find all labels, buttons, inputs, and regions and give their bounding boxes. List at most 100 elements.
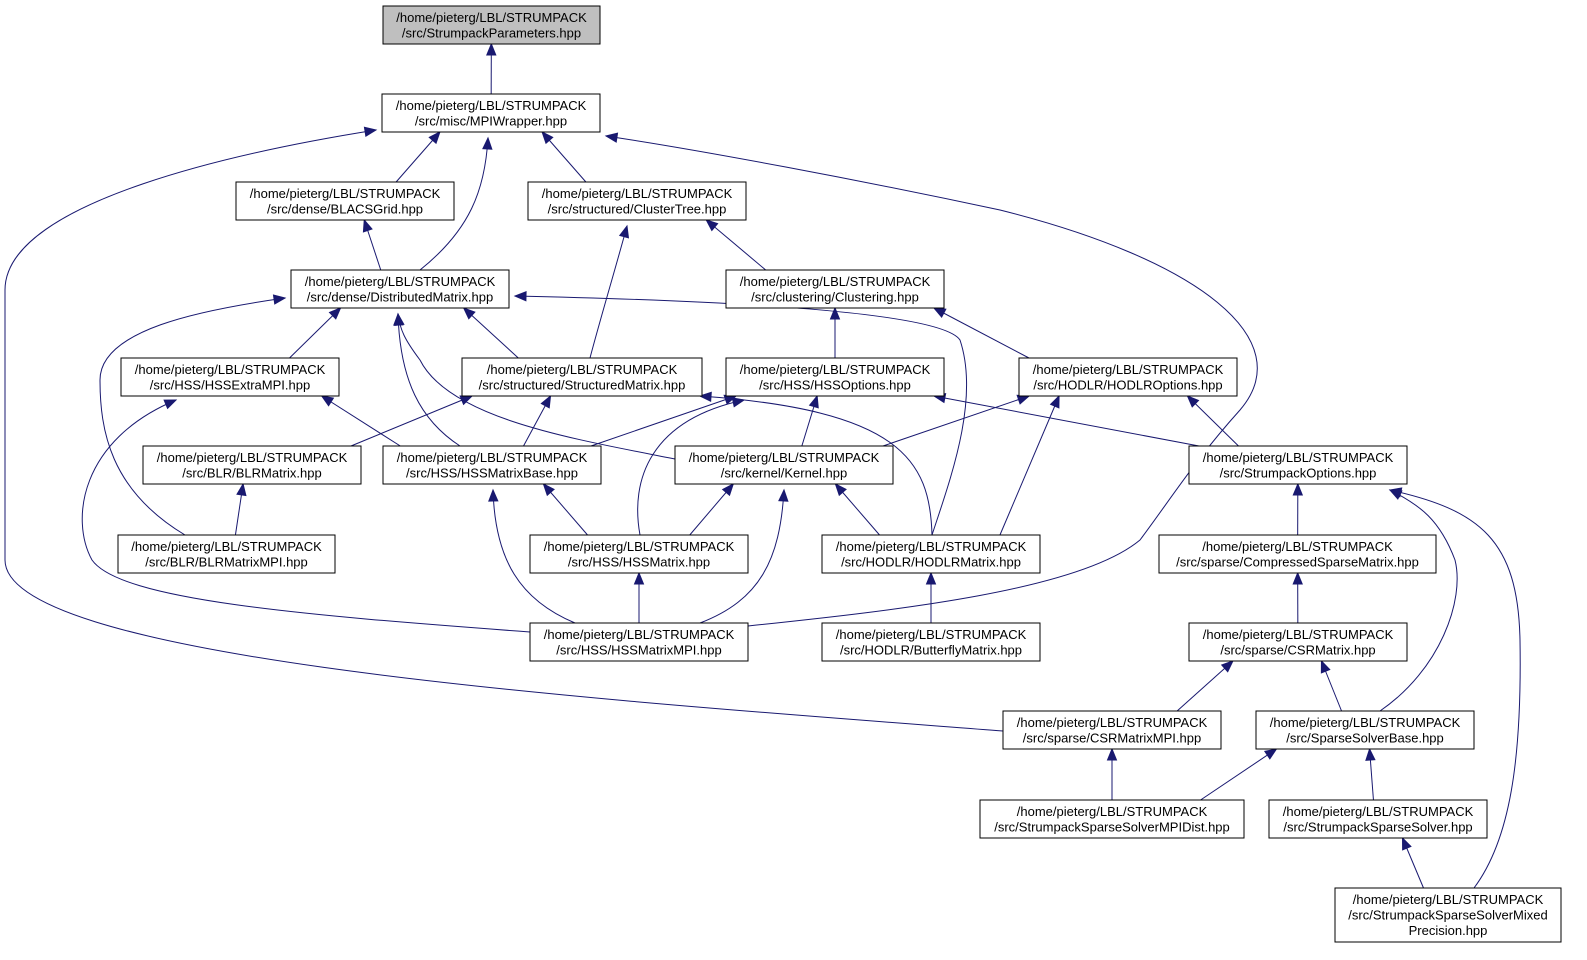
arrowhead <box>163 399 178 410</box>
arrowhead <box>1388 487 1403 498</box>
node-label-line: /src/HSS/HSSMatrixBase.hpp <box>406 465 578 480</box>
node-label-line: /home/pieterg/LBL/STRUMPACK <box>689 450 880 465</box>
node-blrmatrixmpi[interactable]: /home/pieterg/LBL/STRUMPACK/src/BLR/BLRM… <box>117 534 336 574</box>
node-label-line: /home/pieterg/LBL/STRUMPACK <box>740 362 931 377</box>
node-label-line: /home/pieterg/LBL/STRUMPACK <box>396 98 587 113</box>
node-box <box>1002 710 1222 750</box>
node-box <box>235 181 455 221</box>
node-box <box>1334 887 1562 943</box>
edge-strumpackoptions-to-hodlroptions <box>1186 395 1239 447</box>
arrowhead <box>808 394 819 409</box>
node-hodlroptions[interactable]: /home/pieterg/LBL/STRUMPACK/src/HODLR/HO… <box>1018 357 1238 397</box>
node-box <box>1018 357 1238 397</box>
edge-mixedprecision-to-strumpackoptions <box>1388 487 1521 889</box>
edge-structmatrix-to-clustertree <box>589 224 630 359</box>
edge-csrmatrix-to-compressedsparse <box>1292 571 1303 624</box>
node-blrmatrix[interactable]: /home/pieterg/LBL/STRUMPACK/src/BLR/BLRM… <box>142 445 362 485</box>
node-distmatrix[interactable]: /home/pieterg/LBL/STRUMPACK/src/dense/Di… <box>290 269 510 309</box>
arrowhead <box>272 294 287 305</box>
node-label-line: /src/BLR/BLRMatrix.hpp <box>182 465 321 480</box>
arrowhead <box>540 394 552 409</box>
nodes-layer: /home/pieterg/LBL/STRUMPACK/src/Strumpac… <box>117 5 1562 943</box>
arrowhead <box>328 307 342 320</box>
node-strumpackoptions[interactable]: /home/pieterg/LBL/STRUMPACK/src/Strumpac… <box>1188 445 1408 485</box>
node-label-line: /home/pieterg/LBL/STRUMPACK <box>1017 715 1208 730</box>
edge-solvermpidist-to-csrmatrixmpi <box>1106 747 1118 800</box>
edge-hssmatrixmpi-to-hssmatrix <box>633 571 645 623</box>
edge-compressedsparse-to-strumpackoptions <box>1292 482 1304 536</box>
arrowhead <box>618 224 630 239</box>
arrowhead <box>1220 660 1234 673</box>
node-hssmatrixmpi[interactable]: /home/pieterg/LBL/STRUMPACK/src/HSS/HSSM… <box>529 622 749 662</box>
arrowhead <box>834 483 847 497</box>
edge-structmatrix-to-distmatrix <box>462 307 519 359</box>
node-box <box>979 799 1245 839</box>
node-box <box>1268 799 1488 839</box>
node-kernel[interactable]: /home/pieterg/LBL/STRUMPACK/src/kernel/K… <box>674 445 894 485</box>
arrowhead <box>428 131 441 145</box>
arrowhead <box>1292 571 1303 585</box>
node-sparsesolver[interactable]: /home/pieterg/LBL/STRUMPACK/src/Strumpac… <box>1268 799 1488 839</box>
node-hssmatrix[interactable]: /home/pieterg/LBL/STRUMPACK/src/HSS/HSSM… <box>529 534 749 574</box>
edge-strumpackoptions-to-hssoptions <box>932 392 1200 447</box>
node-label-line: /src/BLR/BLRMatrixMPI.hpp <box>145 554 308 569</box>
node-label-line: /home/pieterg/LBL/STRUMPACK <box>542 186 733 201</box>
node-label-line: /home/pieterg/LBL/STRUMPACK <box>1353 892 1544 907</box>
node-label-line: /home/pieterg/LBL/STRUMPACK <box>1203 450 1394 465</box>
node-butterfly[interactable]: /home/pieterg/LBL/STRUMPACK/src/HODLR/Bu… <box>821 622 1041 662</box>
arrowhead <box>829 306 841 320</box>
node-label-line: /home/pieterg/LBL/STRUMPACK <box>305 274 496 289</box>
node-csrmatrix[interactable]: /home/pieterg/LBL/STRUMPACK/src/sparse/C… <box>1188 622 1408 662</box>
edge-blrmatrixmpi-to-blrmatrix <box>234 482 247 536</box>
edge-hodlrmatrix-to-kernel <box>834 483 880 536</box>
node-label-line: /home/pieterg/LBL/STRUMPACK <box>397 450 588 465</box>
node-clustertree[interactable]: /home/pieterg/LBL/STRUMPACK/src/structur… <box>527 181 747 221</box>
arrowhead <box>486 42 497 56</box>
node-sparsesolverbase[interactable]: /home/pieterg/LBL/STRUMPACK/src/SparseSo… <box>1255 710 1475 750</box>
node-label-line: /home/pieterg/LBL/STRUMPACK <box>740 274 931 289</box>
node-box <box>725 357 945 397</box>
node-box <box>529 622 749 662</box>
node-label-line: /home/pieterg/LBL/STRUMPACK <box>1283 804 1474 819</box>
node-box <box>674 445 894 485</box>
node-blacsgrid[interactable]: /home/pieterg/LBL/STRUMPACK/src/dense/BL… <box>235 181 455 221</box>
node-box <box>527 181 747 221</box>
edge-sparsesolver-to-sparsesolverbase <box>1365 747 1376 801</box>
node-compressedsparse[interactable]: /home/pieterg/LBL/STRUMPACK/src/sparse/C… <box>1158 534 1437 574</box>
node-csrmatrixmpi[interactable]: /home/pieterg/LBL/STRUMPACK/src/sparse/C… <box>1002 710 1222 750</box>
node-label-line: /home/pieterg/LBL/STRUMPACK <box>1202 539 1393 554</box>
node-box <box>290 269 510 309</box>
arrowhead <box>1049 394 1060 409</box>
node-mixedprecision[interactable]: /home/pieterg/LBL/STRUMPACK/src/Strumpac… <box>1334 887 1562 943</box>
node-box <box>821 622 1041 662</box>
edge-blrmatrixmpi-to-distmatrix <box>99 294 287 536</box>
node-hssextrampi[interactable]: /home/pieterg/LBL/STRUMPACK/src/HSS/HSSE… <box>120 357 340 397</box>
node-hssmatrixbase[interactable]: /home/pieterg/LBL/STRUMPACK/src/HSS/HSSM… <box>382 445 602 485</box>
node-structmatrix[interactable]: /home/pieterg/LBL/STRUMPACK/src/structur… <box>461 357 703 397</box>
node-clustering[interactable]: /home/pieterg/LBL/STRUMPACK/src/clusteri… <box>725 269 945 309</box>
arrowhead <box>1292 482 1304 496</box>
edge-hodlrmatrix-to-structmatrix <box>698 391 933 536</box>
edge-distmatrix-to-blacsgrid <box>362 218 382 271</box>
edge-hssmatrixmpi-to-hssextrampi <box>81 399 531 633</box>
arrowhead <box>731 397 746 408</box>
node-label-line: /src/StrumpackSparseSolverMPIDist.hpp <box>994 819 1230 834</box>
arrowhead <box>513 291 527 302</box>
arrowhead <box>1106 747 1118 761</box>
edge-sparsesolverbase-to-strumpackoptions <box>1379 489 1458 712</box>
arrowhead <box>778 488 789 502</box>
arrowhead <box>1263 748 1278 760</box>
node-label-line: /src/HSS/HSSMatrix.hpp <box>568 554 710 569</box>
node-mpiwrapper[interactable]: /home/pieterg/LBL/STRUMPACK/src/misc/MPI… <box>381 93 601 133</box>
node-label-line: /src/sparse/CSRMatrixMPI.hpp <box>1023 730 1201 745</box>
node-box <box>117 534 336 574</box>
node-hodlrmatrix[interactable]: /home/pieterg/LBL/STRUMPACK/src/HODLR/HO… <box>821 534 1041 574</box>
node-label-line: /src/clustering/Clustering.hpp <box>751 289 919 304</box>
node-box <box>725 269 945 309</box>
edge-hssmatrixmpi-to-hssmatrixbase <box>488 488 576 624</box>
node-label-line: /src/sparse/CompressedSparseMatrix.hpp <box>1176 554 1419 569</box>
node-label-line: /src/SparseSolverBase.hpp <box>1286 730 1444 745</box>
node-solvermpidist[interactable]: /home/pieterg/LBL/STRUMPACK/src/Strumpac… <box>979 799 1245 839</box>
node-box <box>1158 534 1437 574</box>
node-hssoptions[interactable]: /home/pieterg/LBL/STRUMPACK/src/HSS/HSSO… <box>725 357 945 397</box>
